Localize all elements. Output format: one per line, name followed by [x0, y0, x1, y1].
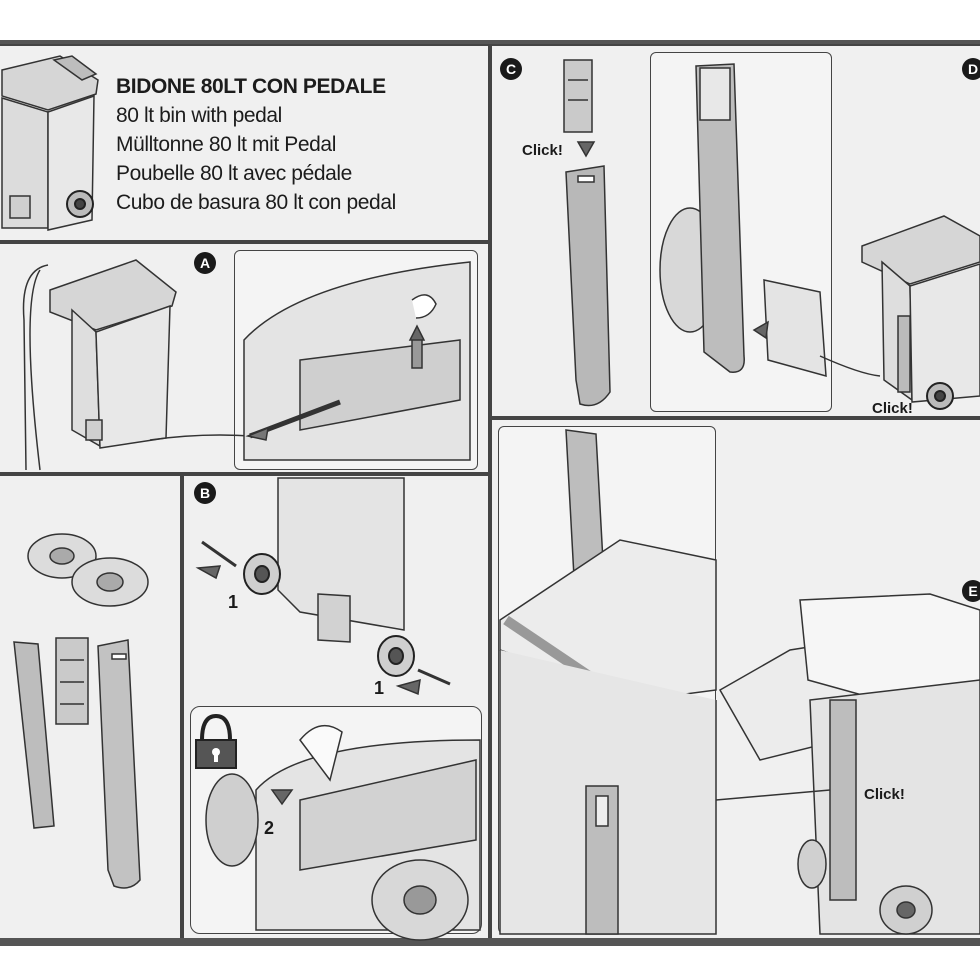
- bin-open-e: [715, 593, 980, 935]
- bin-open-e-detail: [499, 429, 717, 935]
- wheel-icon: [243, 553, 415, 677]
- click-label-c: Click!: [522, 142, 563, 159]
- parts-clip: [55, 637, 89, 725]
- product-title-fr: Poubelle 80 lt avec pédale: [116, 162, 352, 185]
- handle-assembly-d: [659, 63, 827, 378]
- step-marker-b: B: [194, 482, 216, 504]
- axle-lock-detail: [205, 724, 481, 941]
- wheel-icon: [926, 382, 954, 410]
- click-label-d: Click!: [872, 400, 913, 417]
- padlock-icon: [195, 713, 237, 769]
- bin-illustration-title: [1, 55, 99, 231]
- step-number-2: 2: [264, 818, 275, 838]
- product-title-de: Mülltonne 80 lt mit Pedal: [116, 133, 336, 156]
- product-title-en: 80 lt bin with pedal: [116, 104, 282, 127]
- pedal-detail-a: [243, 261, 471, 461]
- bin-illustration-b: [195, 477, 451, 696]
- step-number-1-left: 1: [228, 592, 239, 612]
- parts-wheels: [27, 533, 149, 607]
- step-marker-a: A: [194, 252, 216, 274]
- step-marker-e: E: [962, 580, 980, 602]
- product-title-block: BIDONE 80LT CON PEDALE 80 lt bin with pe…: [116, 72, 396, 217]
- product-title: BIDONE 80LT CON PEDALE: [116, 75, 386, 98]
- wheel-icon: [66, 190, 94, 218]
- bin-illustration-d: [819, 215, 980, 403]
- step-marker-c: C: [500, 58, 522, 80]
- product-title-es: Cubo de basura 80 lt con pedal: [116, 191, 396, 214]
- step-number-1-right: 1: [374, 678, 385, 698]
- click-label-e: Click!: [864, 786, 905, 803]
- parts-handle-long: [97, 639, 141, 889]
- bottom-border: [0, 938, 980, 946]
- handle-clip-c: [563, 59, 611, 407]
- step-marker-d: D: [962, 58, 980, 80]
- top-border: [0, 40, 980, 46]
- bin-illustration-a: [22, 259, 291, 471]
- parts-handle-short: [13, 641, 55, 829]
